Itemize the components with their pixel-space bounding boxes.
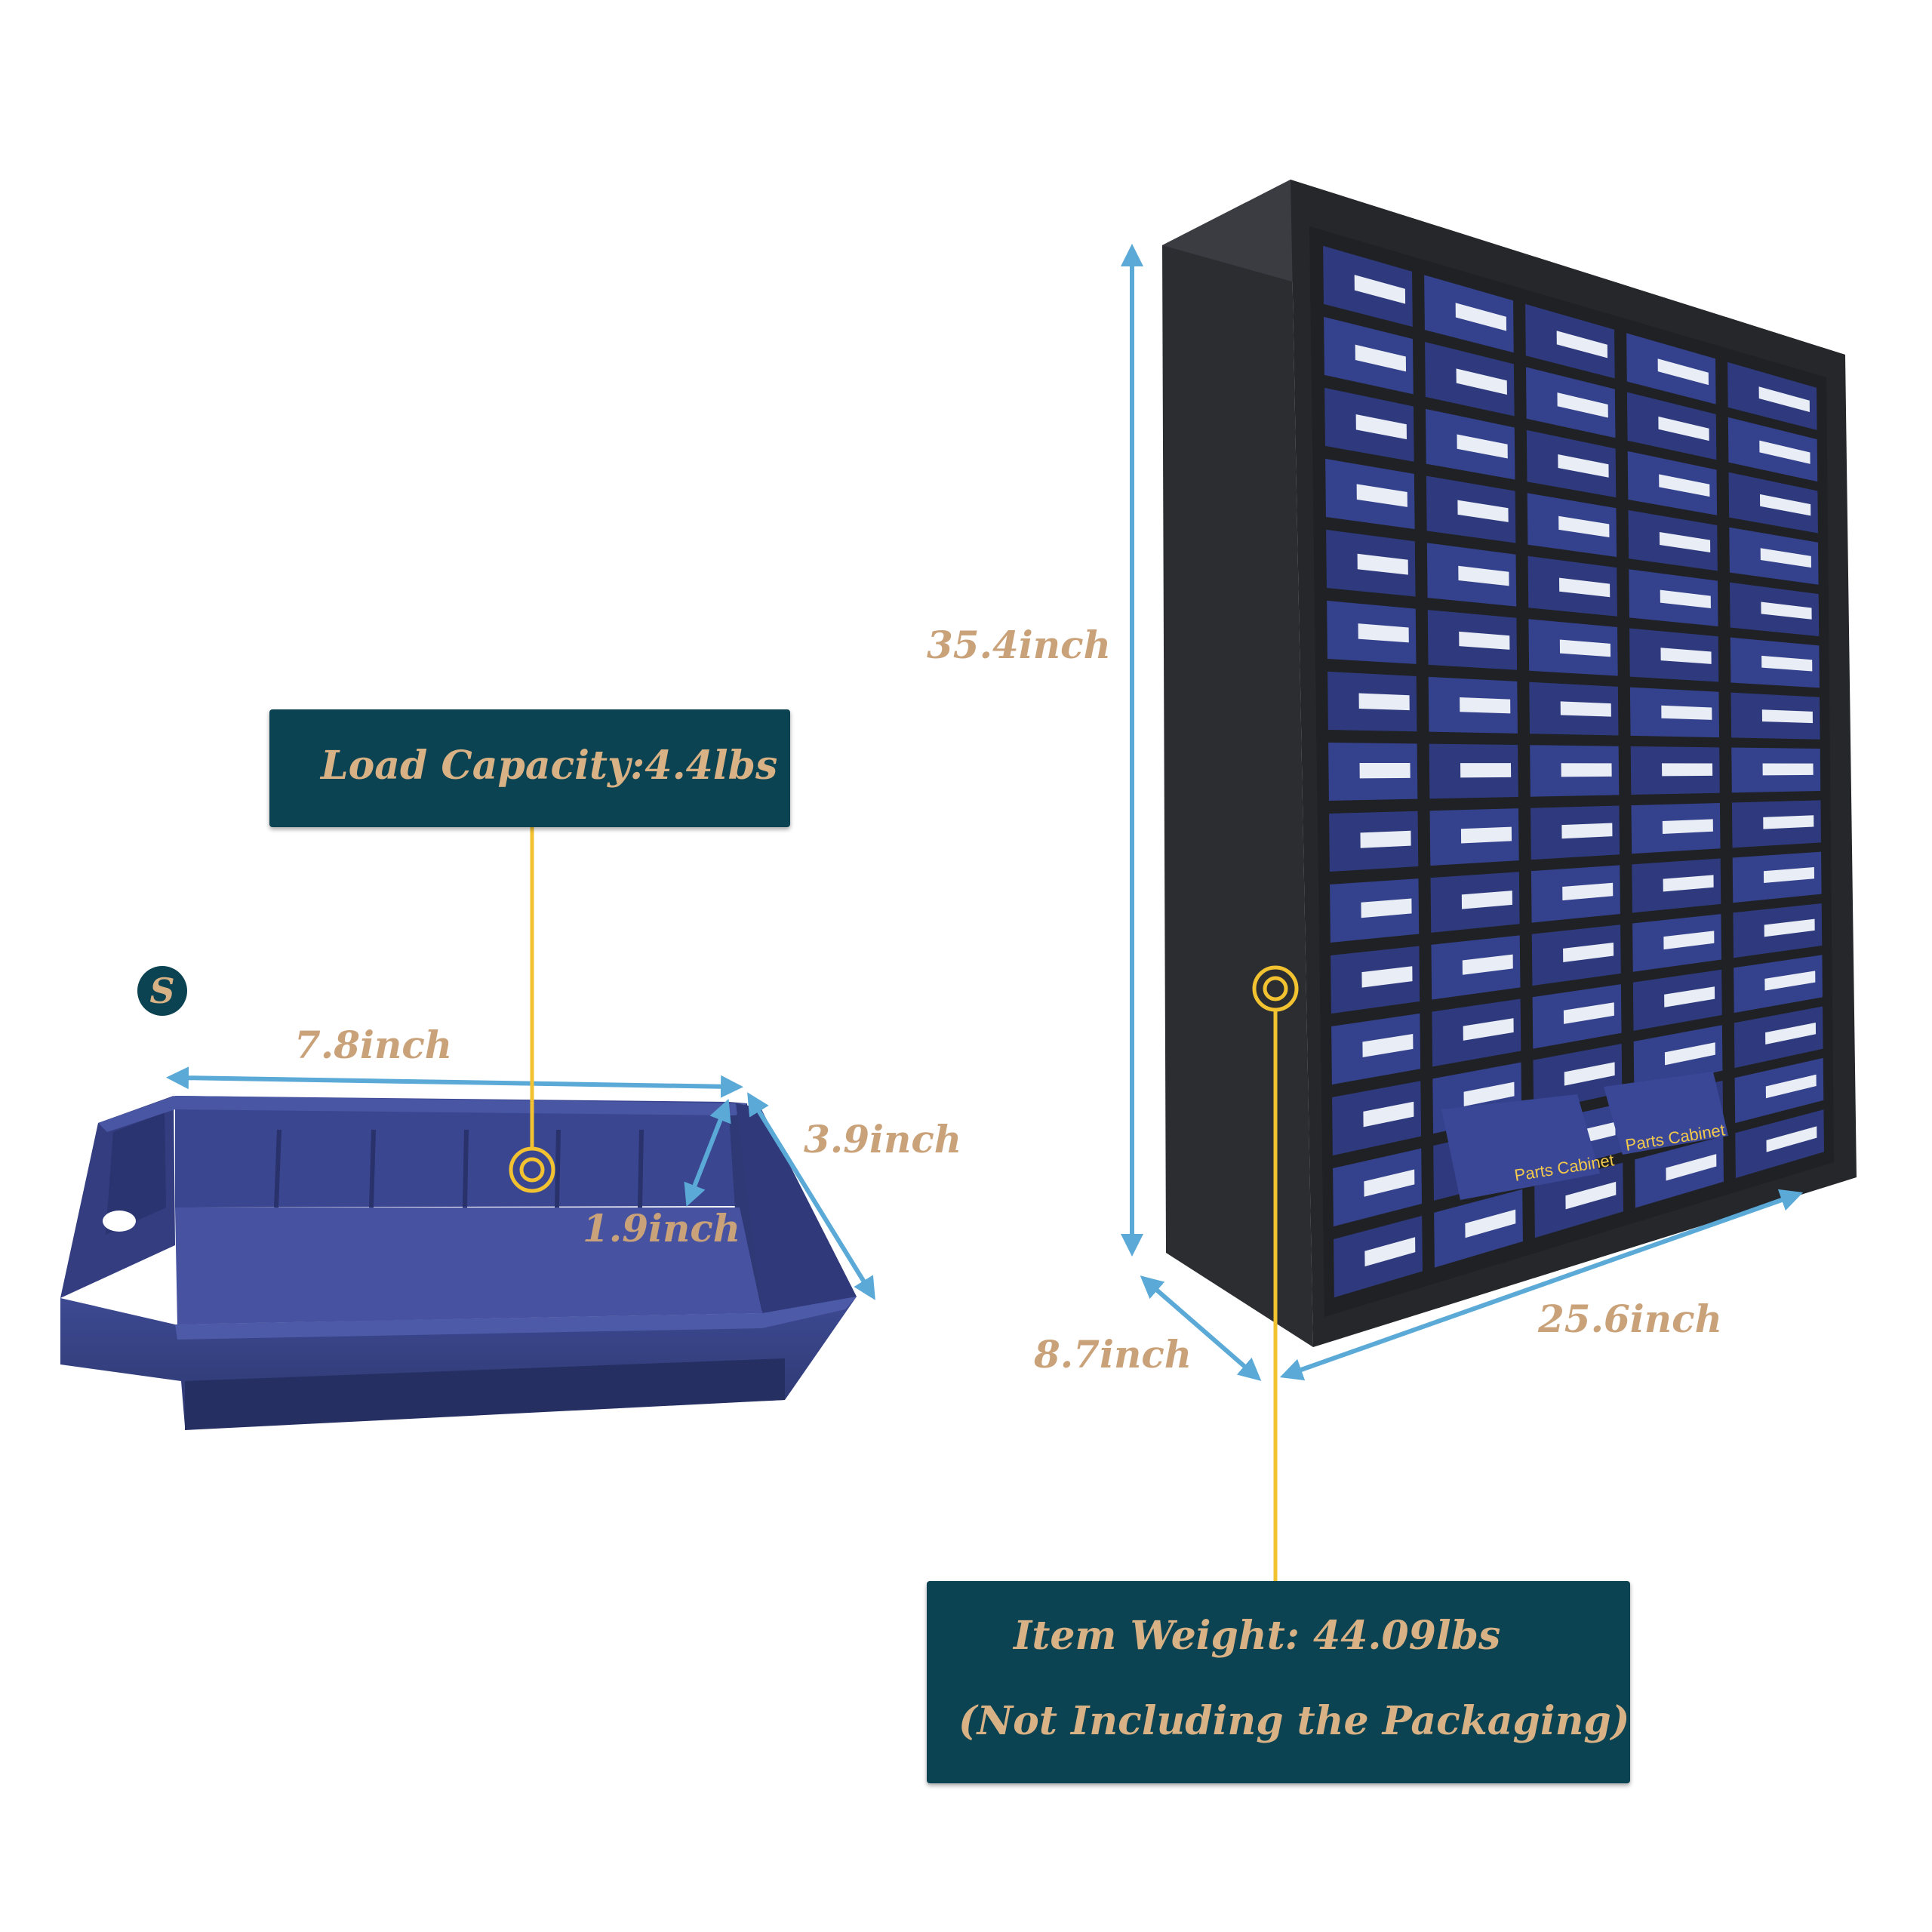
item-weight-text: Item Weight: 44.09lbs	[1014, 1613, 1501, 1659]
cabinet-depth-arrow	[1140, 1275, 1262, 1381]
cabinet-drawer-label-strip	[1357, 553, 1408, 575]
cabinet-drawer-label-strip	[1666, 1154, 1717, 1181]
drawer-height-arrow	[684, 1099, 731, 1207]
cabinet-drawer-label-strip	[1358, 693, 1410, 711]
cabinet-drawer-label-strip	[1456, 368, 1507, 395]
cabinet-drawer-label-strip	[1766, 1126, 1817, 1152]
drawer-size-badge: S	[137, 966, 187, 1016]
cabinet-drawer-label-strip	[1557, 392, 1608, 418]
load-capacity-text: Load Capacity:4.4lbs	[321, 743, 778, 789]
cabinet-drawer-label-strip	[1759, 440, 1810, 464]
cabinet-width-label: 25.6inch	[1538, 1297, 1722, 1341]
cabinet-drawer-label-strip	[1360, 830, 1411, 848]
drawer-width-label: 3.9inch	[804, 1117, 962, 1161]
load-capacity-callout: Load Capacity:4.4lbs	[269, 709, 790, 827]
cabinet-drawer-label-strip	[1764, 918, 1815, 937]
cabinet-drawer-label-strip	[1664, 1042, 1715, 1066]
cabinet-drawer-label-strip	[1460, 826, 1512, 844]
cabinet-drawer-label-strip	[1463, 1018, 1514, 1041]
cabinet-drawer-label-strip	[1558, 515, 1610, 537]
cabinet-drawer-label-strip	[1760, 548, 1811, 568]
load-capacity-target-icon	[509, 1146, 555, 1193]
cabinet-drawer-label-strip	[1361, 966, 1413, 988]
cabinet-depth-label: 8.7inch	[1034, 1332, 1192, 1377]
cabinet-drawer-label-strip	[1659, 532, 1711, 553]
cabinet-drawer-label-strip	[1761, 655, 1813, 672]
cabinet-drawer-label-strip	[1562, 882, 1614, 901]
cabinet-drawer-label-strip	[1361, 898, 1412, 918]
cabinet-drawer-label-strip	[1765, 1074, 1817, 1099]
cabinet-drawer-label-strip	[1563, 942, 1614, 962]
drawer-length-label: 7.8inch	[294, 1023, 453, 1067]
cabinet-drawer-label-strip	[1657, 358, 1709, 386]
cabinet-drawer-label-strip	[1363, 1101, 1414, 1128]
cabinet-drawer-label-strip	[1659, 474, 1710, 497]
cabinet-drawer-label-strip	[1558, 577, 1611, 598]
cabinet-drawer-label-strip	[1457, 500, 1509, 522]
cabinet-drawer-label-strip	[1561, 823, 1613, 839]
item-weight-callout: Item Weight: 44.09lbs (Not Including the…	[927, 1581, 1630, 1783]
cabinet-drawer-label-strip	[1356, 484, 1407, 507]
cabinet-drawer-label-strip	[1556, 331, 1608, 358]
cabinet-drawer-label-strip	[1354, 275, 1406, 304]
cabinet-drawer-label-strip	[1457, 434, 1508, 459]
cabinet-drawer-label-strip	[1759, 494, 1811, 516]
cabinet-drawer-label-strip	[1658, 416, 1709, 441]
cabinet-drawer-label-strip	[1455, 303, 1507, 331]
cabinet-drawer-label-strip	[1462, 954, 1513, 975]
cabinet-drawer-label-strip	[1560, 701, 1611, 717]
cabinet-drawer-label-strip	[1459, 631, 1510, 650]
cabinet-height-label: 35.4inch	[927, 623, 1111, 667]
cabinet-drawer-label-strip	[1460, 697, 1511, 714]
cabinet-drawer-label-strip	[1559, 639, 1611, 657]
cabinet-drawer-label-strip	[1762, 763, 1814, 776]
cabinet-drawer-label-strip	[1660, 589, 1711, 608]
drawer-length-arrow	[166, 1066, 743, 1098]
cabinet-drawer-label-strip	[1463, 1081, 1515, 1107]
cabinet-drawer-label-strip	[1362, 1034, 1414, 1057]
cabinet-drawer-label-strip	[1761, 709, 1813, 724]
item-weight-note: (Not Including the Packaging)	[958, 1698, 1630, 1744]
drawer-height-label: 1.9inch	[583, 1206, 741, 1251]
cabinet-drawer-label-strip	[1662, 819, 1713, 834]
cabinet-drawer-label-strip	[1355, 414, 1407, 440]
item-weight-target-icon	[1252, 965, 1299, 1012]
cabinet-drawer-label-strip	[1660, 648, 1712, 664]
cabinet-width-arrow	[1279, 1189, 1804, 1381]
cabinet-drawer-label-strip	[1561, 763, 1612, 777]
cabinet-drawer-label-strip	[1764, 971, 1816, 991]
cabinet-drawer-label-strip	[1563, 1002, 1614, 1024]
cabinet-drawer-label-strip	[1662, 763, 1713, 777]
cabinet-drawer-label-strip	[1358, 623, 1409, 643]
cabinet-drawer-label-strip	[1758, 386, 1810, 413]
drawer-width-arrow	[747, 1092, 875, 1300]
cabinet-drawer-label-strip	[1564, 1062, 1615, 1086]
parts-cabinet-image: Parts Cabinet Parts Cabinet	[1162, 180, 1857, 1347]
cabinet-drawer-label-strip	[1761, 601, 1812, 620]
cabinet-drawer-label-strip	[1661, 705, 1712, 720]
cabinet-drawer-label-strip	[1763, 866, 1815, 883]
cabinet-drawer-label-strip	[1663, 875, 1714, 892]
cabinet-drawer-label-strip	[1355, 344, 1407, 372]
cabinet-drawer-label-strip	[1558, 454, 1609, 478]
cabinet-drawer-label-strip	[1663, 931, 1715, 950]
cabinet-drawer-label-strip	[1765, 1023, 1817, 1044]
cabinet-drawer-label-strip	[1359, 762, 1411, 779]
cabinet-drawer-label-strip	[1763, 815, 1814, 829]
cabinet-drawer-grid	[1323, 245, 1824, 1298]
cabinet-drawer-label-strip	[1458, 565, 1509, 586]
cabinet-drawer-label-strip	[1461, 891, 1512, 909]
cabinet-drawer-label-strip	[1664, 986, 1715, 1008]
cabinet-drawer-label-strip	[1460, 763, 1512, 778]
single-drawer-image	[60, 1096, 857, 1430]
